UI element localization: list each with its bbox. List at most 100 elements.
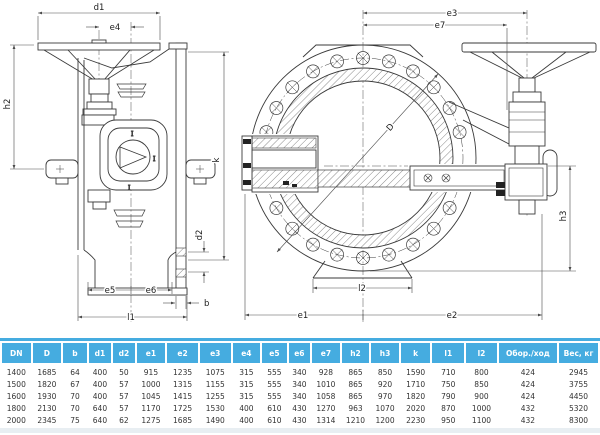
- position-indicator: [99, 119, 168, 191]
- spec-cell: 1710: [406, 379, 426, 389]
- spec-cell: 70: [70, 403, 80, 413]
- spec-cell: 555: [267, 367, 282, 377]
- spec-cell: 750: [441, 379, 456, 389]
- spec-cell: 1685: [37, 367, 57, 377]
- dim-label-l1: l1: [127, 313, 135, 323]
- spec-cell: 1000: [471, 403, 492, 413]
- front-view-dimensions: [244, 11, 576, 320]
- spec-col-header: l1: [432, 343, 465, 363]
- top-lug: [302, 44, 424, 58]
- table-bottom-strip: [0, 428, 600, 433]
- spec-cell: 340: [292, 379, 307, 389]
- dim-label-e7: e7: [435, 21, 446, 31]
- spec-cell: 2230: [406, 415, 426, 425]
- spec-cell: 315: [239, 379, 254, 389]
- spec-cell: 62: [119, 415, 129, 425]
- spec-cell: 1000: [141, 379, 161, 389]
- spec-cell: 400: [92, 367, 108, 377]
- spec-cell: 430: [292, 415, 307, 425]
- spec-cell: 1270: [316, 403, 336, 413]
- foot: [312, 260, 413, 279]
- spec-col-header: b: [63, 343, 87, 363]
- spec-cell: 64: [70, 367, 80, 377]
- spec-cell: 424: [520, 367, 536, 377]
- spec-cell: 865: [348, 391, 363, 401]
- spec-cell: 1210: [345, 415, 366, 425]
- spec-col-header: d2: [113, 343, 135, 363]
- spec-cell: 870: [441, 403, 456, 413]
- indicator-mark-top: I: [131, 131, 134, 138]
- spec-cell: 315: [239, 391, 254, 401]
- spec-cell: 1045: [141, 391, 161, 401]
- dim-label-e2: e2: [447, 311, 458, 321]
- spec-cell: 1415: [173, 391, 193, 401]
- spec-cell: 928: [318, 367, 334, 377]
- spec-cell: 50: [119, 367, 129, 377]
- spec-cell: 57: [119, 391, 129, 401]
- spec-col-header: e3: [199, 343, 231, 363]
- diameter-line: [276, 73, 439, 253]
- dim-label-b: b: [204, 299, 209, 309]
- spec-cell: 1600: [6, 391, 26, 401]
- spec-cell: 1490: [205, 415, 225, 425]
- spec-col-header: l2: [466, 343, 497, 363]
- spec-cell: 400: [92, 391, 108, 401]
- spec-col-header: e7: [312, 343, 340, 363]
- dim-label-e5: e5: [105, 286, 116, 296]
- body-ribs: [113, 83, 147, 228]
- handwheel-front: [461, 42, 597, 53]
- spec-col-header: e2: [167, 343, 198, 363]
- spec-cell: 1155: [205, 379, 225, 389]
- spec-cell: 640: [92, 403, 108, 413]
- dim-label-k: k: [212, 157, 222, 162]
- gearbox-side: [81, 93, 117, 126]
- dim-label-e1: e1: [298, 311, 309, 321]
- spec-cell: 315: [239, 367, 254, 377]
- spec-cell: 400: [92, 379, 108, 389]
- spec-cell: 1200: [375, 415, 395, 425]
- spec-cell: 400: [239, 403, 254, 413]
- spec-cell: 1820: [406, 391, 426, 401]
- spec-cell: 950: [441, 415, 456, 425]
- valve-body-side: [45, 42, 216, 296]
- spec-cell: 2000: [6, 415, 26, 425]
- spec-cell: 400: [239, 415, 254, 425]
- spec-col-header: h3: [371, 343, 399, 363]
- spec-cell: 70: [70, 391, 80, 401]
- spec-col-header: e6: [288, 343, 311, 363]
- spec-cell: 432: [520, 415, 536, 425]
- spec-col-header: DN: [2, 343, 31, 363]
- spec-cell: 1314: [316, 415, 336, 425]
- spec-cell: 610: [267, 415, 282, 425]
- spec-col-header: Вес, кг: [559, 343, 598, 363]
- spec-cell: 2345: [37, 415, 57, 425]
- spec-cell: 67: [70, 379, 80, 389]
- spec-cell: 865: [348, 367, 363, 377]
- table-top-accent-line: [0, 338, 600, 341]
- spec-cell: 1930: [37, 391, 57, 401]
- spec-cell: 2020: [406, 403, 426, 413]
- spec-cell: 1500: [6, 379, 26, 389]
- spec-cell: 850: [474, 379, 489, 389]
- side-view: I I I: [37, 22, 216, 322]
- spec-col-header: e1: [136, 343, 166, 363]
- spec-col-header: h2: [341, 343, 370, 363]
- spec-cell: 4450: [568, 391, 589, 401]
- spec-cell: 1275: [141, 415, 161, 425]
- spec-cell: 1070: [375, 403, 395, 413]
- spec-cell: 1315: [173, 379, 193, 389]
- side-view-dimensions: [10, 11, 229, 321]
- spec-cell: 640: [92, 415, 108, 425]
- spec-cell: 432: [520, 403, 536, 413]
- spec-cell: 1255: [205, 391, 225, 401]
- valve-technical-drawing: I I I d1 e4 h2 k: [2, 2, 597, 325]
- spec-col-header: e4: [232, 343, 261, 363]
- spec-cell: 900: [474, 391, 489, 401]
- spec-cell: 555: [267, 379, 282, 389]
- spec-cell: 3755: [568, 379, 589, 389]
